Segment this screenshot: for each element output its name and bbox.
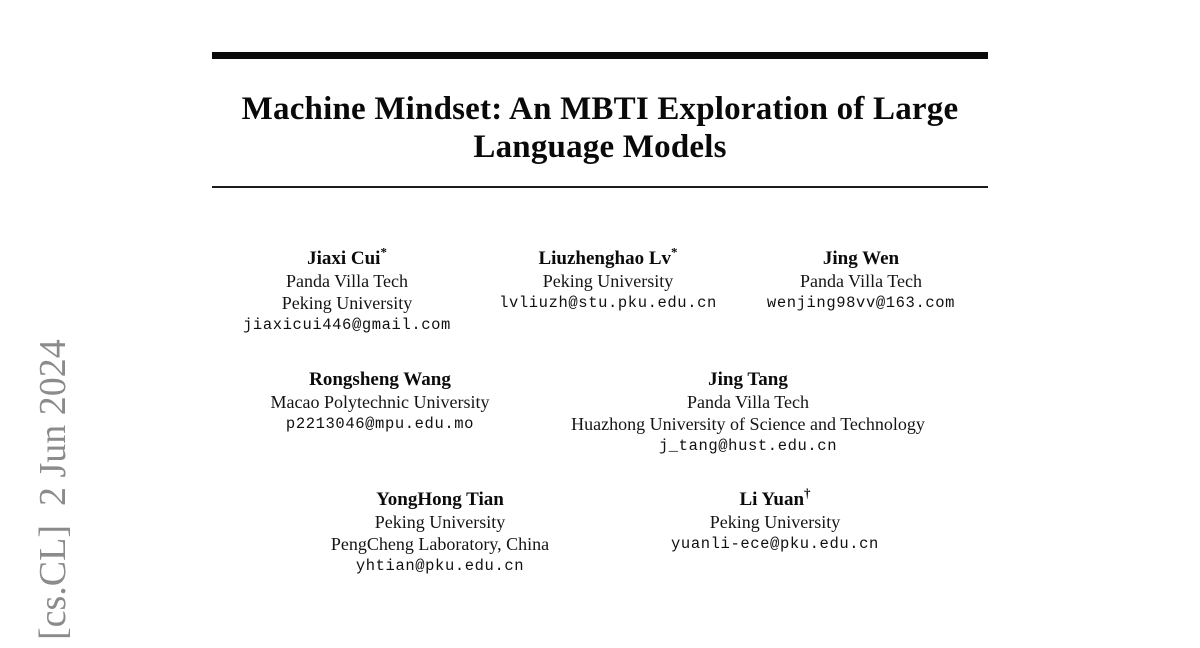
author-email: p2213046@mpu.edu.mo [285, 415, 475, 433]
author-block-li-yuan: Li Yuan† Peking University yuanli-ece@pk… [671, 485, 879, 555]
author-name-text: Rongsheng Wang [309, 369, 451, 390]
author-name: Li Yuan† [671, 485, 879, 511]
title-bottom-rule [212, 186, 988, 188]
author-name-text: Jing Tang [708, 369, 788, 390]
title-top-rule [212, 52, 988, 59]
author-affiliation: PengCheng Laboratory, China [330, 534, 550, 554]
author-block-jing-tang: Jing Tang Panda Villa Tech Huazhong Univ… [571, 369, 925, 457]
arxiv-sidebar-stamp: [cs.CL] 2 Jun 2024 [32, 339, 74, 640]
author-email: yuanli-ece@pku.edu.cn [671, 535, 879, 553]
author-name: Rongsheng Wang [271, 369, 490, 391]
author-name: Liuzhenghao Lv* [499, 244, 717, 270]
author-affiliation: Peking University [281, 293, 413, 313]
author-name-text: Jing Wen [822, 248, 900, 269]
author-name: Jing Wen [767, 248, 955, 270]
author-email: jiaxicui446@gmail.com [243, 316, 451, 334]
author-email: yhtian@pku.edu.cn [355, 557, 525, 575]
author-name: YongHong Tian [331, 489, 549, 511]
author-email: lvliuzh@stu.pku.edu.cn [499, 294, 717, 312]
author-affiliation: Peking University [709, 512, 841, 532]
author-block-liuzhenghao-lv: Liuzhenghao Lv* Peking University lvliuz… [499, 244, 717, 314]
author-name-text: Jiaxi Cui [307, 248, 381, 269]
author-marker: * [671, 244, 678, 260]
author-affiliation: Panda Villa Tech [286, 271, 408, 291]
author-name-text: YongHong Tian [376, 489, 504, 510]
author-affiliation: Panda Villa Tech [800, 271, 922, 291]
paper-title: Machine Mindset: An MBTI Exploration of … [210, 90, 990, 166]
paper-title-line2: Language Models [473, 129, 727, 165]
paper-title-line1: Machine Mindset: An MBTI Exploration of … [241, 91, 959, 127]
author-name-text: Li Yuan [739, 489, 805, 510]
author-email: wenjing98vv@163.com [766, 294, 956, 312]
author-name: Jing Tang [571, 369, 925, 391]
author-affiliation: Peking University [374, 512, 506, 532]
author-block-yonghong-tian: YongHong Tian Peking University PengChen… [331, 489, 549, 577]
author-marker: † [804, 485, 811, 501]
author-block-jiaxi-cui: Jiaxi Cui* Panda Villa Tech Peking Unive… [243, 244, 451, 336]
author-affiliation: Huazhong University of Science and Techn… [571, 414, 925, 434]
author-marker: * [380, 244, 387, 260]
author-affiliation: Macao Polytechnic University [270, 392, 490, 412]
author-email: j_tang@hust.edu.cn [658, 437, 838, 455]
author-name-text: Liuzhenghao Lv [538, 248, 671, 269]
author-name: Jiaxi Cui* [243, 244, 451, 270]
author-block-jing-wen: Jing Wen Panda Villa Tech wenjing98vv@16… [767, 248, 955, 314]
author-affiliation: Peking University [542, 271, 674, 291]
author-block-rongsheng-wang: Rongsheng Wang Macao Polytechnic Univers… [271, 369, 490, 435]
author-affiliation: Panda Villa Tech [687, 392, 809, 412]
